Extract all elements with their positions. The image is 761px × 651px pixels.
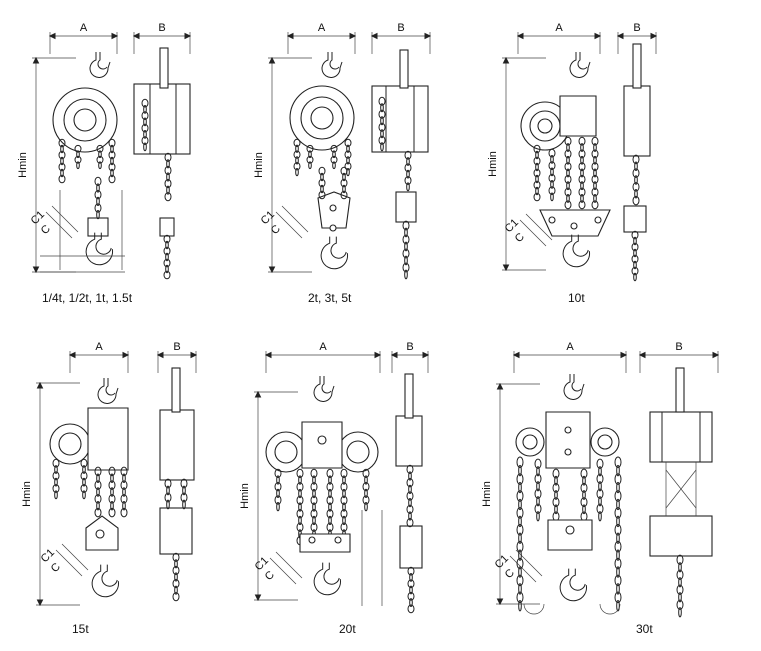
dimension-b-label: B (633, 22, 640, 34)
panel-caption-3: 10t (568, 291, 585, 305)
dimension-hmin-label: Hmin (481, 481, 493, 507)
dimension-c-label: C (49, 561, 63, 575)
dimension-a-label: A (95, 341, 103, 353)
dimension-hmin-label: Hmin (253, 152, 265, 178)
dimension-c-label: C (269, 223, 283, 237)
panel-caption-6: 30t (636, 622, 653, 636)
panel-caption-4: 15t (72, 622, 89, 636)
dimension-c-label: C (503, 567, 517, 581)
dimension-b-label: B (173, 341, 180, 353)
dimension-c-label: C (39, 223, 53, 237)
dimension-b-label: B (675, 341, 682, 353)
dimension-hmin-label: Hmin (487, 151, 499, 177)
dimension-b-label: B (397, 22, 404, 34)
dimension-a-label: A (555, 22, 563, 34)
dimension-c-label: C (513, 231, 527, 245)
panel-caption-2: 2t, 3t, 5t (308, 291, 352, 305)
dimension-a-label: A (566, 341, 574, 353)
dimension-c-label: C (263, 569, 277, 583)
dimension-a-label: A (80, 22, 88, 34)
dimension-hmin-label: Hmin (239, 483, 251, 509)
dimension-hmin-label: Hmin (21, 481, 33, 507)
dimension-b-label: B (158, 22, 165, 34)
panel-caption-5: 20t (339, 622, 356, 636)
panel-caption-1: 1/4t, 1/2t, 1t, 1.5t (42, 291, 133, 305)
dimension-a-label: A (319, 341, 327, 353)
dimension-b-label: B (406, 341, 413, 353)
dimension-hmin-label: Hmin (17, 152, 29, 178)
dimension-a-label: A (318, 22, 326, 34)
